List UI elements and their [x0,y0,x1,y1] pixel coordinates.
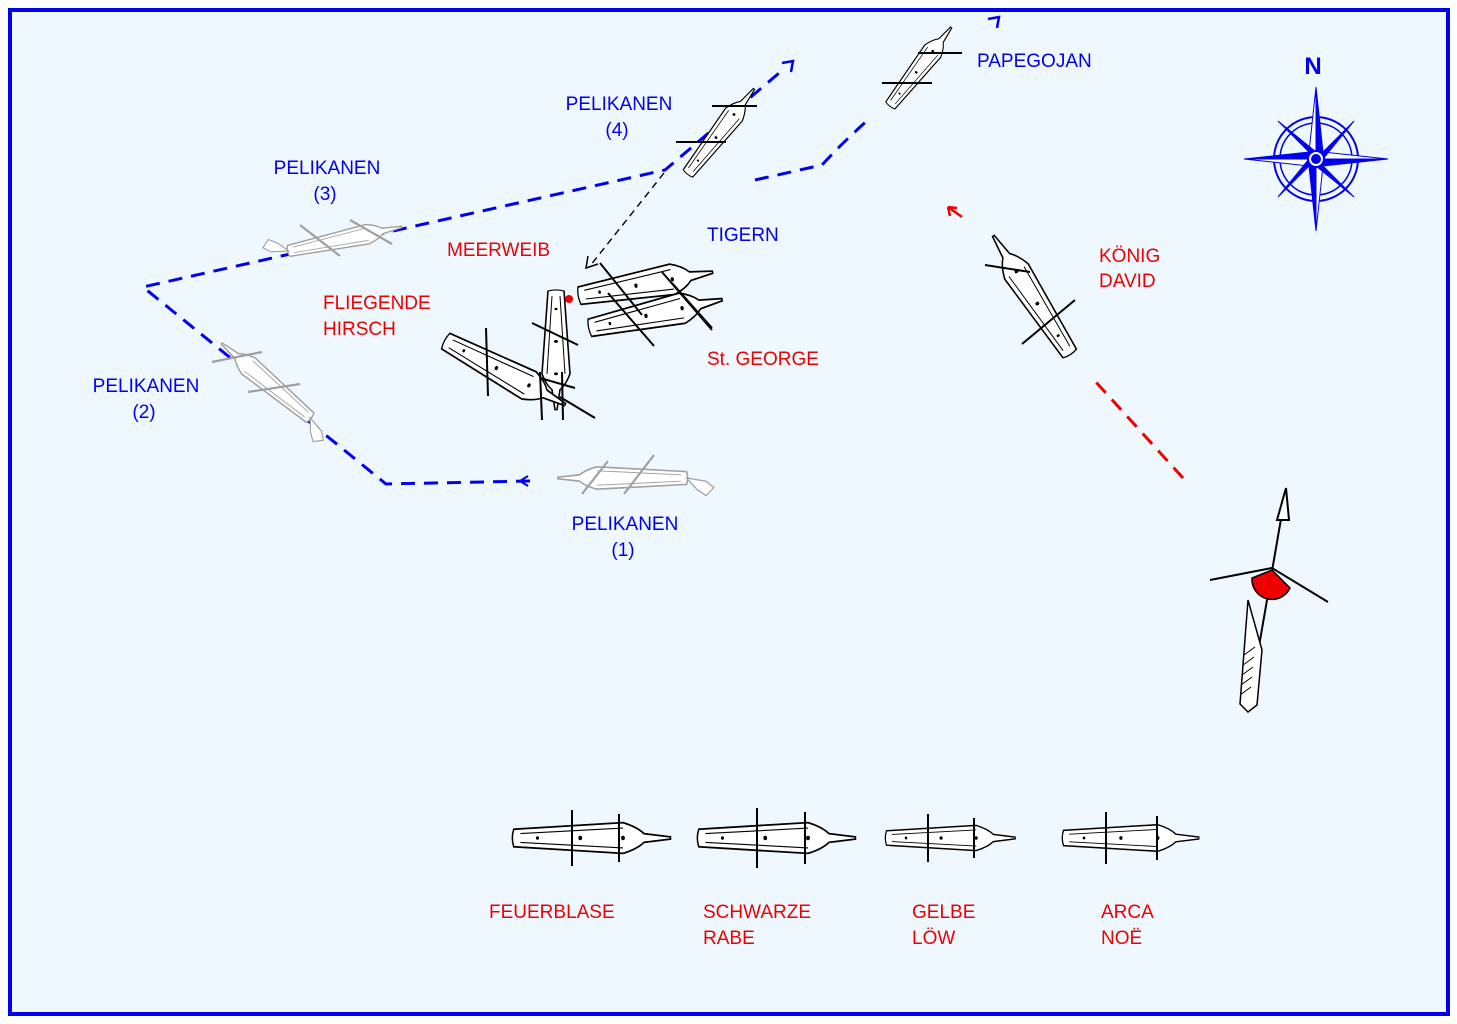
feuerblase-masts [571,810,620,866]
label-pelikanen-1-step: (1) [611,540,634,561]
arca-noe-masts [1105,812,1158,864]
sea-background [8,8,1450,1016]
label-gelbe-low-1: GELBE [912,902,975,923]
konig-david-masts [984,264,1076,345]
label-gelbe-low-2: LÖW [912,928,955,949]
label-konig-david-2: DAVID [1099,271,1156,292]
label-pelikanen-4-step: (4) [605,120,628,141]
label-schwarze-rabe-1: SCHWARZE [703,902,811,923]
gelbe-low-masts [927,814,975,862]
label-meerweib: MEERWEIB [447,240,550,261]
compass-north-label: N [1304,53,1321,80]
label-pelikanen-3: PELIKANEN [274,158,381,179]
label-pelikanen-2: PELIKANEN [93,376,200,397]
ghost-masts [211,219,655,495]
boarding-track [589,172,665,267]
label-fliegende-hirsch-1: FLIEGENDE [323,293,431,314]
wind-arrow-icon [1209,487,1329,713]
konig-david-arrow [946,205,963,219]
label-feuerblase: FEUERBLASE [489,902,615,923]
label-tigern: TIGERN [707,225,779,246]
label-arca-noe-2: NOË [1101,928,1142,949]
label-pelikanen-2-step: (2) [132,402,155,423]
papegojan-track [754,116,872,182]
label-st-george: St. GEORGE [707,349,819,370]
pelikanen-track-arrowhead [518,475,529,487]
label-konig-david-1: KÖNIG [1099,246,1160,267]
cluster-masts [485,262,713,421]
schwarze-rabe-masts [756,808,806,868]
papegojan-masts [882,52,962,84]
label-schwarze-rabe-2: RABE [703,928,755,949]
boarding-track-arrowhead [585,255,599,270]
papegojan-exit-arrowhead [987,15,1001,29]
compass-rose-icon [1243,86,1389,232]
label-pelikanen-4: PELIKANEN [566,94,673,115]
meerweib-marker [565,295,573,303]
pelikanen-track [139,66,786,486]
label-arca-noe-1: ARCA [1101,902,1154,923]
label-pelikanen-3-step: (3) [313,184,336,205]
label-pelikanen-1: PELIKANEN [572,514,679,535]
pelikanen-exit-arrowhead [781,59,795,73]
label-fliegende-hirsch-2: HIRSCH [323,319,396,340]
pelikanen-4-masts [676,105,757,143]
label-papegojan: PAPEGOJAN [977,51,1092,72]
